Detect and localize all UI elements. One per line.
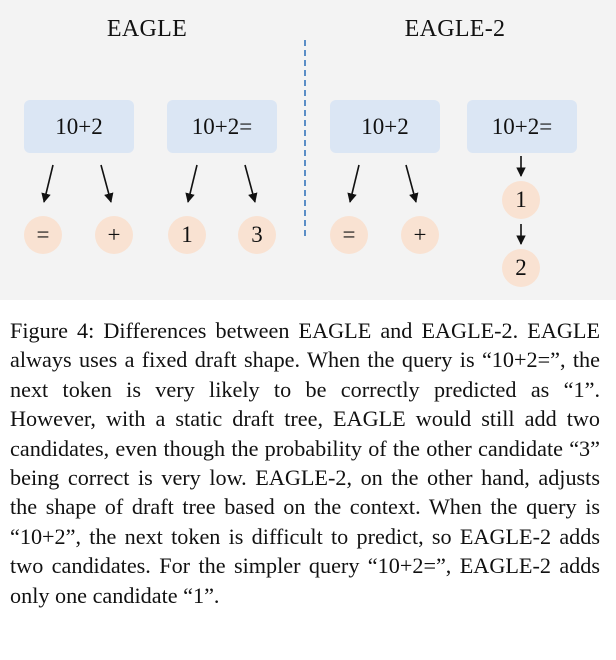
eagle2-query-box-a: 10+2 xyxy=(330,100,440,153)
eagle-token-one: 1 xyxy=(168,216,206,254)
tree-arrows xyxy=(41,156,526,245)
eagle2-query-box-b: 10+2= xyxy=(467,100,577,153)
eagle-query-box-b: 10+2= xyxy=(167,100,277,153)
eagle2-token-equals: = xyxy=(330,216,368,254)
arrow xyxy=(100,164,114,203)
eagle2-token-plus: + xyxy=(401,216,439,254)
eagle-token-equals: = xyxy=(24,216,62,254)
eagle2-token-two: 2 xyxy=(502,249,540,287)
arrow xyxy=(244,164,258,203)
eagle2-title: EAGLE-2 xyxy=(404,16,506,42)
arrow xyxy=(185,164,198,203)
eagle-title: EAGLE xyxy=(106,16,188,42)
draft-tree-figure: EAGLE EAGLE-2 10+2 10+2= 10+2 10+2= = + … xyxy=(0,0,616,300)
eagle-token-plus: + xyxy=(95,216,133,254)
figure-caption: Figure 4: Differences between EAGLE and … xyxy=(10,318,600,608)
eagle2-token-one: 1 xyxy=(502,181,540,219)
panel-divider xyxy=(304,40,306,236)
eagle-token-three: 3 xyxy=(238,216,276,254)
arrow xyxy=(41,164,54,203)
arrow xyxy=(405,164,419,203)
arrow xyxy=(347,164,360,203)
eagle-query-box-a: 10+2 xyxy=(24,100,134,153)
